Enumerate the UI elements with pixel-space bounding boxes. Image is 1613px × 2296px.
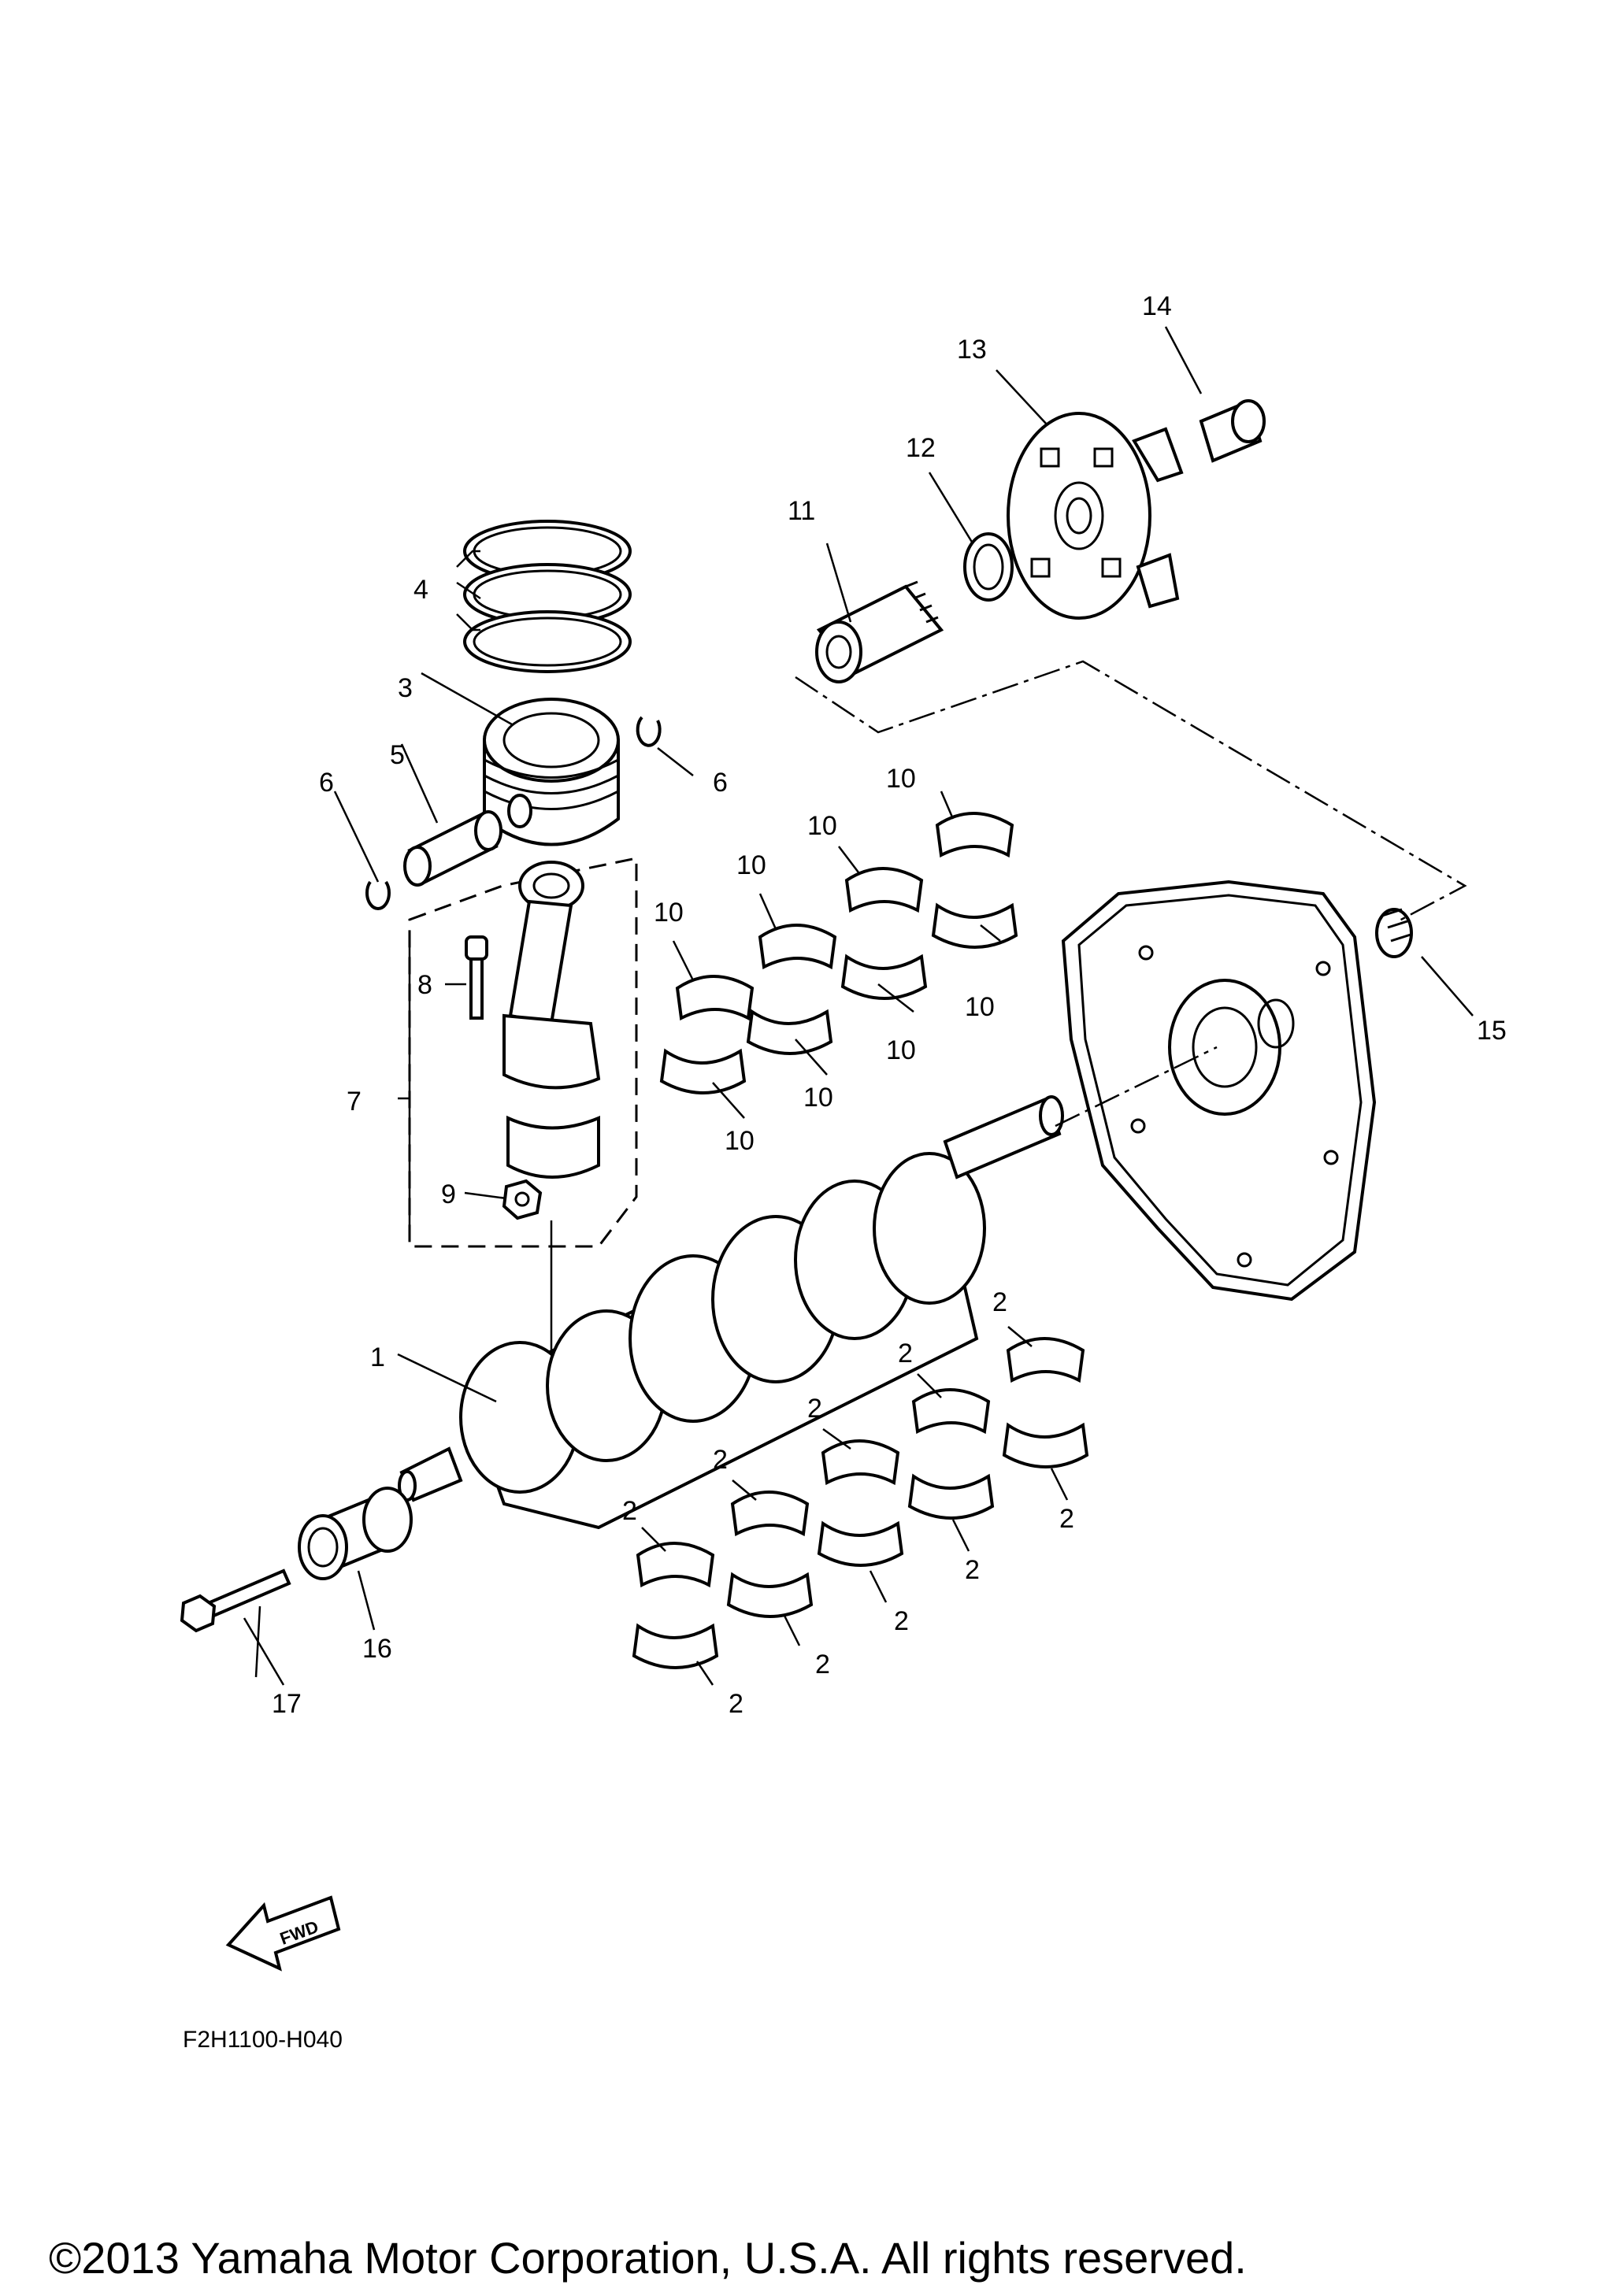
diagram-code: F2H1100-H040: [183, 2027, 343, 2053]
callout-12: 12: [906, 433, 936, 463]
callout-2: 2: [894, 1606, 909, 1636]
callout-11: 11: [788, 496, 815, 526]
callout-16: 16: [362, 1634, 392, 1664]
plug[interactable]: [1199, 399, 1266, 463]
leader-lines: [243, 326, 1474, 1686]
callout-2: 2: [898, 1339, 913, 1368]
callout-10: 10: [736, 850, 766, 880]
callout-10: 10: [965, 992, 995, 1022]
main-bearings[interactable]: [632, 1337, 1089, 1669]
crankshaft[interactable]: [398, 1095, 1064, 1530]
callout-15: 15: [1477, 1016, 1507, 1046]
rod-nut[interactable]: [502, 1179, 543, 1220]
circlip-right[interactable]: [636, 716, 662, 747]
callout-1: 1: [370, 1342, 385, 1372]
callout-5: 5: [390, 740, 405, 770]
callout-17: 17: [272, 1689, 302, 1719]
callout-10: 10: [886, 764, 916, 794]
callout-3: 3: [398, 673, 413, 703]
callout-2: 2: [815, 1650, 830, 1679]
connecting-rod-assembly-box: [408, 857, 638, 1248]
assembly-line: [795, 660, 1467, 923]
seal-cap[interactable]: [1375, 908, 1413, 958]
callout-10: 10: [886, 1035, 916, 1065]
coupling-cover[interactable]: [1007, 412, 1184, 620]
oil-seal[interactable]: [963, 532, 1014, 602]
callout-2: 2: [965, 1555, 980, 1585]
callout-8: 8: [417, 970, 432, 1000]
coupling[interactable]: [298, 1487, 413, 1580]
callouts: 1 2 2 2 2 2 2 2 2 2 2 3 4 5 6 6 7 8 9 10…: [272, 291, 1507, 1719]
callout-2: 2: [992, 1287, 1007, 1317]
piston-pin[interactable]: [403, 810, 502, 887]
coupling-bolt[interactable]: [180, 1568, 291, 1633]
callout-2: 2: [807, 1394, 822, 1424]
piston[interactable]: [483, 698, 620, 846]
callout-4: 4: [413, 575, 428, 605]
copyright-notice: ©2013 Yamaha Motor Corporation, U.S.A. A…: [49, 2233, 1247, 2283]
callout-14: 14: [1142, 291, 1172, 321]
fwd-arrow-icon: FWD: [225, 1895, 341, 1972]
callout-10: 10: [807, 811, 837, 841]
connecting-rod[interactable]: [502, 861, 601, 1179]
callout-2: 2: [729, 1689, 743, 1719]
assembly-line-crank: [1055, 1046, 1218, 1128]
callout-10: 10: [725, 1126, 755, 1156]
callout-10: 10: [803, 1083, 833, 1113]
circlip-left[interactable]: [365, 880, 391, 910]
rod-bearings[interactable]: [659, 812, 1018, 1094]
callout-7: 7: [347, 1087, 362, 1117]
rod-bolt[interactable]: [465, 935, 488, 1020]
callout-6: 6: [319, 768, 334, 798]
callout-10: 10: [654, 898, 684, 928]
callout-2: 2: [622, 1496, 637, 1526]
crankcase-cover[interactable]: [1061, 880, 1377, 1302]
bearing-housing[interactable]: [815, 580, 944, 683]
callout-2: 2: [713, 1445, 728, 1475]
piston-rings[interactable]: [463, 520, 632, 673]
callout-2: 2: [1059, 1504, 1074, 1534]
callout-9: 9: [441, 1179, 456, 1209]
callout-13: 13: [957, 335, 987, 365]
callout-6: 6: [713, 768, 728, 798]
